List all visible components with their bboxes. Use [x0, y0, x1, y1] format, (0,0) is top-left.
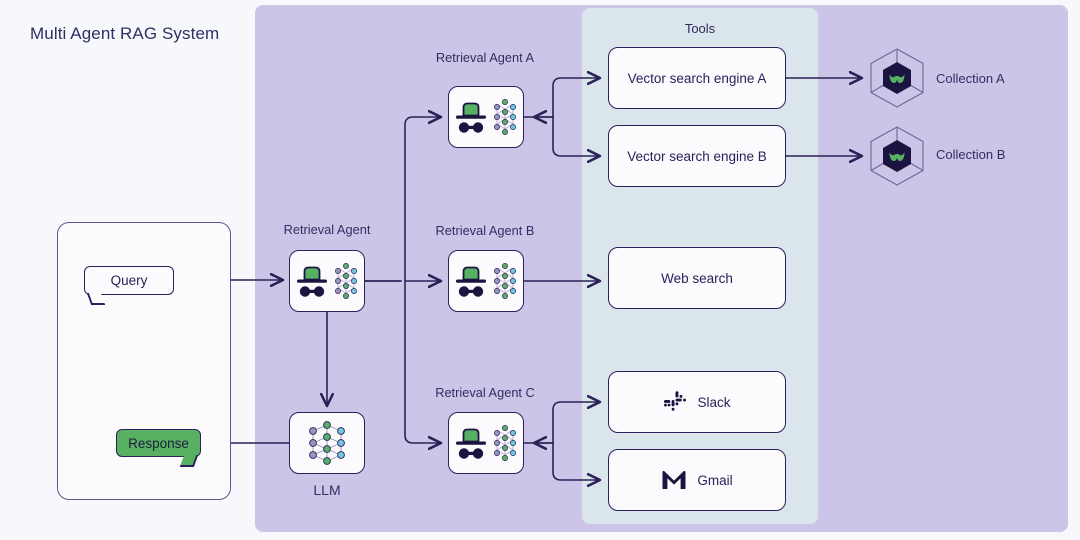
tool-slack[interactable]: Slack	[608, 371, 786, 433]
response-bubble[interactable]: Response	[116, 429, 201, 467]
tool-label: Slack	[697, 394, 731, 410]
retrieval-agent-b-label: Retrieval Agent B	[435, 223, 535, 238]
tools-panel-title: Tools	[684, 21, 716, 36]
tool-label: Vector search engine A	[627, 70, 767, 86]
collection-b-label: Collection B	[936, 147, 1006, 162]
retrieval-agent-label: Retrieval Agent	[283, 222, 371, 237]
tool-label: Vector search engine B	[627, 148, 767, 164]
tool-label: Gmail	[697, 472, 733, 488]
llm-node[interactable]	[289, 412, 365, 474]
tool-gmail[interactable]: Gmail	[608, 449, 786, 511]
collection-b-icon-wrap[interactable]	[866, 125, 928, 187]
page-title: Multi Agent RAG System	[30, 24, 220, 43]
incognito-agent-icon	[456, 99, 516, 135]
tool-vector-search-engine-a[interactable]: Vector search engine A	[608, 47, 786, 109]
query-label: Query	[110, 273, 148, 288]
incognito-agent-icon	[456, 425, 516, 461]
neural-network-icon	[309, 421, 345, 465]
query-bubble-tail	[86, 293, 106, 305]
collection-a-icon-wrap[interactable]	[866, 47, 928, 109]
tool-vector-search-engine-b[interactable]: Vector search engine B	[608, 125, 786, 187]
retrieval-agent-a-label: Retrieval Agent A	[435, 50, 535, 65]
query-bubble[interactable]: Query	[84, 266, 174, 305]
retrieval-agent-c-node[interactable]	[448, 412, 524, 474]
retrieval-agent-a-node[interactable]	[448, 86, 524, 148]
tool-web-search[interactable]: Web search	[608, 247, 786, 309]
weaviate-hexagon-icon	[870, 48, 924, 108]
tool-label: Web search	[661, 270, 733, 286]
retrieval-agent-node[interactable]	[289, 250, 365, 312]
user-card	[57, 222, 231, 500]
collection-a-label: Collection A	[936, 71, 1005, 86]
slack-icon	[664, 391, 687, 411]
incognito-agent-icon	[456, 263, 516, 299]
weaviate-hexagon-icon	[870, 126, 924, 186]
response-label: Response	[128, 435, 189, 451]
incognito-agent-icon	[297, 263, 357, 299]
retrieval-agent-b-node[interactable]	[448, 250, 524, 312]
llm-label: LLM	[313, 482, 341, 498]
retrieval-agent-c-label: Retrieval Agent C	[435, 385, 535, 400]
gmail-icon	[662, 470, 686, 489]
